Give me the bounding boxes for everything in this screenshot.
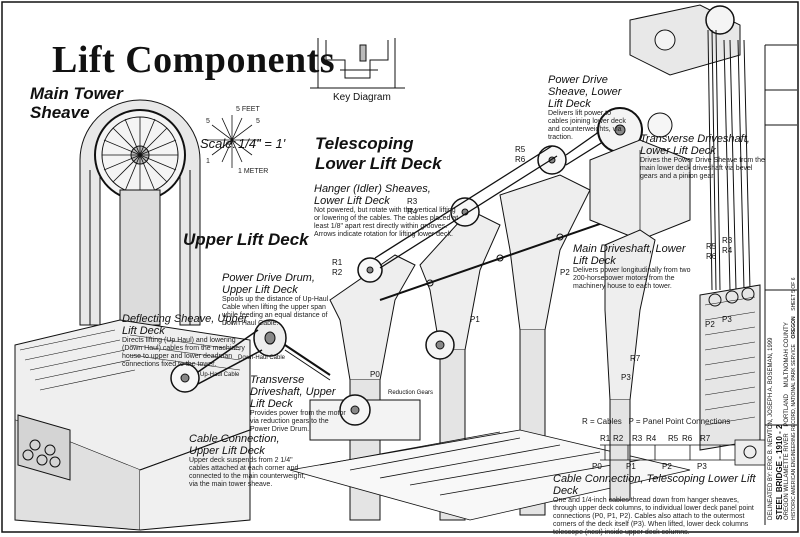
cable-connection-lower-callout: Cable Connection, Telescoping Lower Lift…	[553, 473, 758, 537]
callout-r7: R7	[630, 354, 641, 363]
main-tower-sheave-drawing	[79, 99, 201, 326]
cable-connection-lower-desc: One and 1/4-inch cables thread down from…	[553, 497, 754, 536]
title-block-state: OREGON	[791, 316, 797, 339]
scale-value: 1/4" = 1'	[238, 136, 286, 151]
cable-label-r2: R2	[613, 434, 624, 443]
scale-label: Scale:	[200, 136, 237, 151]
cable-label-r7: R7	[700, 434, 711, 443]
scale-five-left: 5	[206, 118, 210, 125]
main-driveshaft-lower-callout: Main Driveshaft, Lower Lift Deck Deliver…	[573, 243, 703, 291]
cable-label-r6: R6	[682, 434, 693, 443]
callout-r3: R3	[407, 197, 418, 206]
cable-label-r1: R1	[600, 434, 611, 443]
callout-r4: R4	[407, 207, 418, 216]
main-driveshaft-lower-title: Main Driveshaft, Lower Lift Deck	[573, 243, 686, 267]
callout-p1: P1	[470, 315, 480, 324]
cable-connection-upper-desc: Upper deck suspends from 2 1/4" cables a…	[189, 457, 306, 488]
lower-deck-columns-drawing	[289, 109, 691, 521]
upper-lift-deck-heading: Upper Lift Deck	[183, 230, 309, 249]
callout-right-p3: P3	[722, 315, 732, 324]
key-diagram-drawing	[310, 38, 405, 89]
reduction-gears-label: Reduction Gears	[388, 390, 434, 396]
cable-label-r4: R4	[646, 434, 657, 443]
callout-right-r6: R6	[706, 252, 717, 261]
down-haul-cable-label: Down-Haul Cable	[238, 355, 286, 361]
page-title: Lift Components	[52, 39, 336, 81]
hanger-sheaves-callout: Hanger (Idler) Sheaves, Lower Lift Deck …	[314, 183, 459, 239]
power-drive-drum-title: Power Drive Drum, Upper Lift Deck	[222, 272, 315, 296]
title-block-frame	[764, 44, 797, 525]
cable-label-r3: R3	[632, 434, 643, 443]
transverse-driveshaft-upper-title: Transverse Driveshaft, Upper Lift Deck	[250, 374, 336, 410]
panel-label-p2: P2	[662, 462, 672, 471]
title-block-sheet: SHEET 5 OF 6	[791, 277, 797, 311]
cable-connection-upper-title: Cable Connection, Upper Lift Deck	[189, 433, 280, 457]
callout-r6: R6	[515, 155, 526, 164]
transverse-driveshaft-lower-desc: Drives the Power Drive Sheave from the m…	[640, 157, 765, 180]
cable-label-r5: R5	[668, 434, 679, 443]
upper-deck-drawing	[14, 319, 331, 531]
callout-r1: R1	[332, 258, 343, 267]
title-block-county: MULTNOMAH COUNTY	[784, 322, 790, 388]
title-block-delineator: DELINEATED BY: ERIC B. NEWTON, JOSEPH A.…	[768, 337, 774, 521]
callout-p3: P3	[621, 373, 631, 382]
scale-compass-drawing	[205, 115, 260, 168]
legend: R = Cables P = Panel Point Connections	[582, 417, 731, 426]
main-tower-sheave-heading: Main Tower Sheave	[30, 84, 123, 122]
callout-right-r3: R3	[722, 236, 733, 245]
up-haul-cable-label: Up-Haul Cable	[200, 372, 240, 378]
deflecting-sheave-title: Deflecting Sheave, Upper Lift Deck	[122, 313, 248, 337]
transverse-driveshaft-lower-title: Transverse Driveshaft, Lower Lift Deck	[640, 133, 750, 157]
scale-one-label: 1	[206, 158, 210, 165]
title-block: DELINEATED BY: ERIC B. NEWTON, JOSEPH A.…	[768, 50, 797, 521]
cable-connection-lower-title: Cable Connection, Telescoping Lower Lift…	[553, 473, 756, 497]
callout-right-r5: R5	[706, 242, 717, 251]
callout-p2: P2	[560, 268, 570, 277]
callout-right-p2: P2	[705, 320, 715, 329]
hanger-sheaves-title: Hanger (Idler) Sheaves, Lower Lift Deck	[314, 183, 431, 207]
panel-label-p1: P1	[626, 462, 636, 471]
callout-r5: R5	[515, 145, 526, 154]
cable-connection-diagram-drawing	[600, 439, 766, 466]
title-block-bridge: STEEL BRIDGE - 1910 - 2	[775, 424, 784, 520]
transverse-driveshaft-upper-desc: Provides power from the motor via reduct…	[250, 410, 346, 433]
panel-label-p3: P3	[697, 462, 707, 471]
power-drive-drum-desc: Spools up the distance of Up-Haul Cable …	[222, 296, 329, 327]
scale-meter-label: 1 METER	[238, 168, 269, 175]
title-block-agency: HISTORIC AMERICAN ENGINEERING RECORD, NA…	[791, 344, 797, 520]
key-diagram-label: Key Diagram	[333, 92, 391, 103]
scale-five-right: 5	[256, 118, 260, 125]
transverse-driveshaft-lower-callout: Transverse Driveshaft, Lower Lift Deck D…	[640, 133, 765, 181]
panel-label-p0: P0	[592, 462, 602, 471]
power-drive-drum-callout: Power Drive Drum, Upper Lift Deck Spools…	[222, 272, 337, 328]
callout-r2: R2	[332, 268, 343, 277]
callout-p0: P0	[370, 370, 380, 379]
power-drive-sheave-lower-title: Power Drive Sheave, Lower Lift Deck	[548, 74, 622, 110]
main-driveshaft-lower-desc: Delivers power longitudinally from two 2…	[573, 267, 691, 290]
deflecting-sheave-desc: Directs lifting (Up Haul) and lowering (…	[122, 337, 245, 368]
transverse-driveshaft-upper-callout: Transverse Driveshaft, Upper Lift Deck P…	[250, 374, 350, 434]
callout-right-r4: R4	[722, 246, 733, 255]
deflecting-sheave-callout: Deflecting Sheave, Upper Lift Deck Direc…	[122, 313, 257, 369]
scale-feet-label: 5 FEET	[236, 106, 260, 113]
cable-connection-upper-callout: Cable Connection, Upper Lift Deck Upper …	[189, 433, 309, 489]
telescoping-lower-deck-heading: Telescoping Lower Lift Deck	[315, 134, 442, 173]
right-machinery-drawing	[589, 4, 761, 501]
power-drive-sheave-lower-desc: Delivers lift power to cables joining lo…	[548, 110, 626, 141]
title-block-city: PORTLAND	[784, 394, 790, 427]
title-block-river: OREGON WILLAMETTE RIVER	[784, 433, 790, 520]
hanger-sheaves-desc: Not powered, but rotate with the vertica…	[314, 207, 459, 238]
power-drive-sheave-lower-callout: Power Drive Sheave, Lower Lift Deck Deli…	[548, 74, 633, 142]
